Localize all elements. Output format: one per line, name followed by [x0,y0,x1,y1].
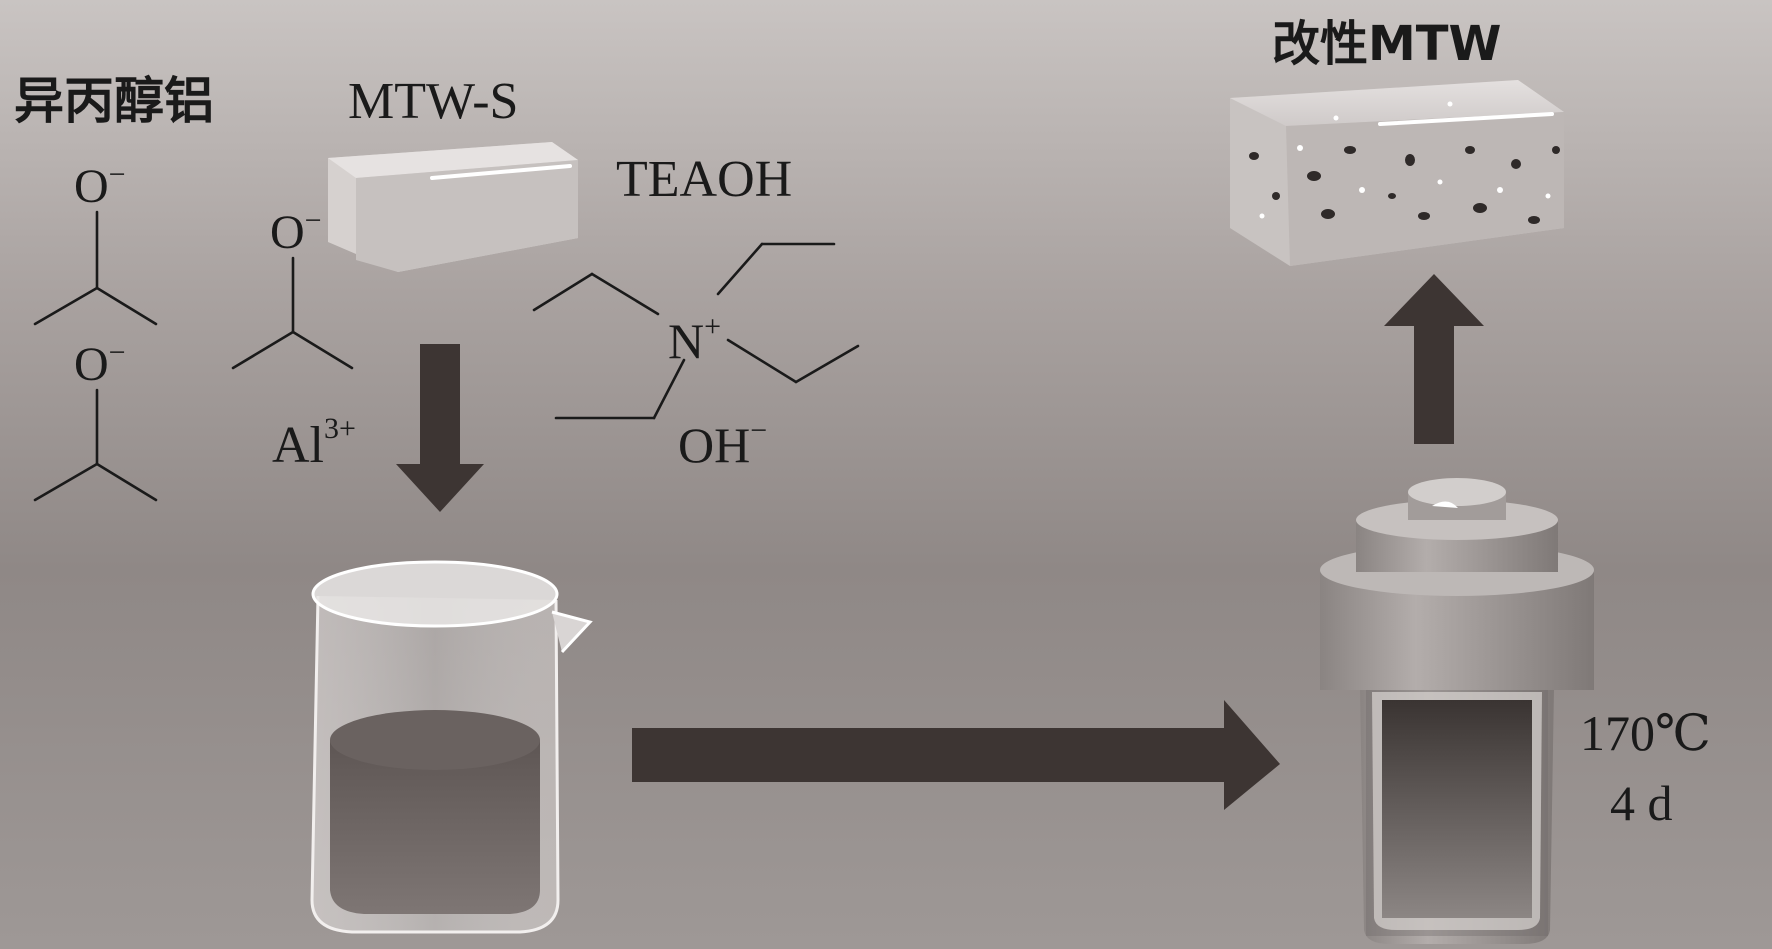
nitrogen-label: N+ [668,310,721,369]
hydroxide-label: OH− [678,414,767,473]
mtw-s-highlight [430,164,572,180]
oxygen-anion-2: O− [74,336,126,391]
down-arrow [396,344,484,512]
isopropoxide-structure-1: O− [33,158,158,326]
autoclave [1320,478,1594,944]
right-arrow [632,700,1280,810]
highlight-dots [1259,101,1551,219]
mtw-s-crystal [328,142,578,272]
oxygen-anion-3: O− [270,204,322,259]
autoclave-liner [1382,700,1532,918]
teaoh-label: TEAOH [616,151,792,208]
isopropoxide-structure-3: O− [231,204,354,370]
duration-label: 4 d [1610,775,1673,831]
modified-mtw-crystal [1230,80,1564,266]
mtw-s-label: MTW-S [348,73,518,130]
al-ion-label: Al3+ [272,412,356,474]
oxygen-anion-1: O− [74,158,126,213]
teaoh-structure: N+ OH− [532,242,860,473]
beaker [310,560,593,934]
isopropoxide-structure-2: O− [33,336,158,502]
up-arrow [1384,274,1484,444]
modified-mtw-label: 改性MTW [1272,16,1501,72]
pore-dots [1249,146,1560,224]
aluminum-isopropoxide-label: 异丙醇铝 [14,72,214,130]
temperature-label: 170℃ [1580,705,1711,761]
